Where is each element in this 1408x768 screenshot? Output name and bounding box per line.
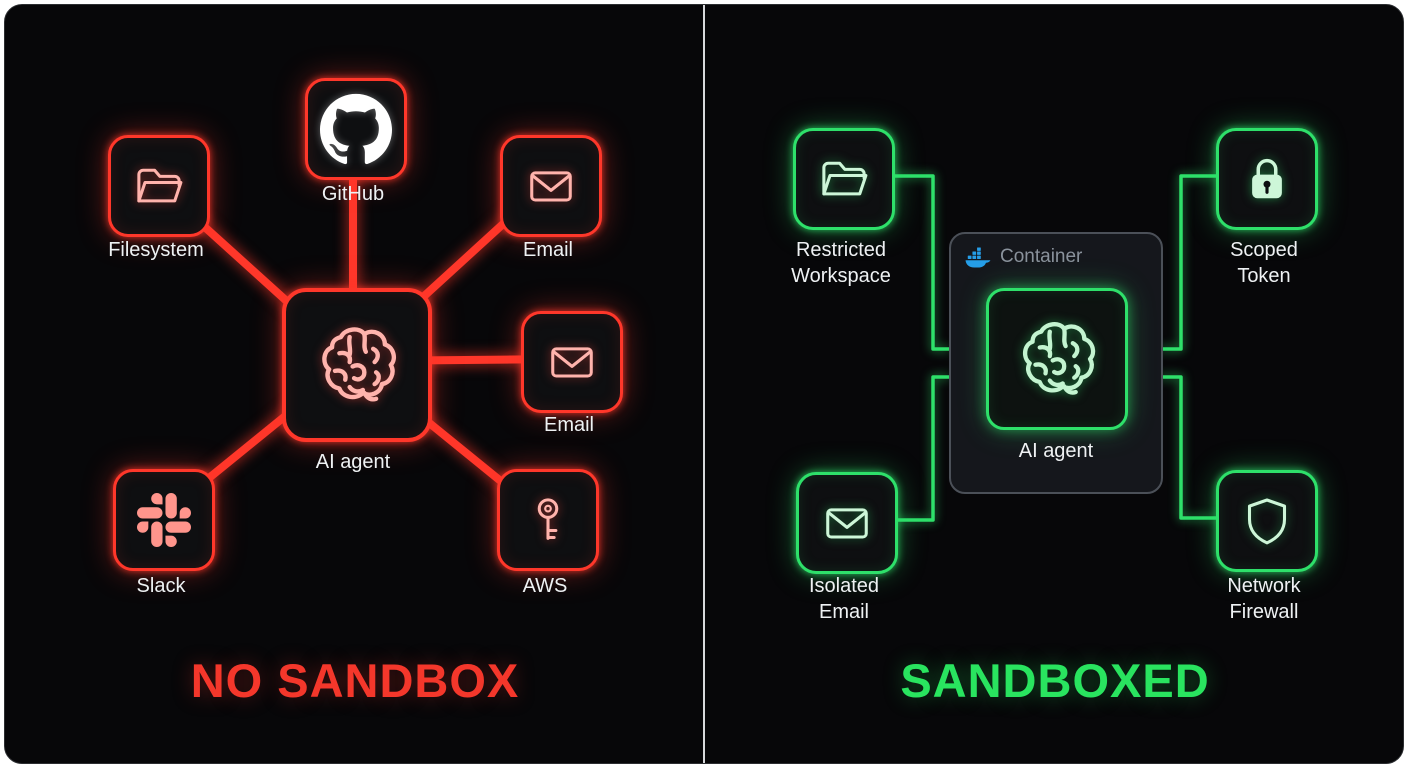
aws-node bbox=[497, 469, 599, 571]
label-line-1: Restricted bbox=[795, 239, 887, 261]
brain-icon bbox=[1011, 313, 1103, 405]
container-box: Container AI agent bbox=[949, 232, 1163, 494]
folder-icon bbox=[131, 158, 187, 214]
lock-icon bbox=[1239, 151, 1295, 207]
sandboxed-title: SANDBOXED bbox=[900, 654, 1210, 707]
ai-agent-node-right bbox=[986, 288, 1128, 430]
slack-label: Slack bbox=[136, 575, 186, 597]
filesystem-node bbox=[108, 135, 210, 237]
slack-icon bbox=[137, 493, 191, 547]
envelope-icon bbox=[544, 334, 600, 390]
label-line-2: Firewall bbox=[1229, 601, 1299, 623]
aws-label: AWS bbox=[522, 575, 568, 597]
label-line-2: Token bbox=[1237, 265, 1291, 287]
scoped-token-node bbox=[1216, 128, 1318, 230]
no-sandbox-title: NO SANDBOX bbox=[190, 654, 520, 707]
container-label: Container bbox=[1000, 246, 1083, 267]
label-line-1: Scoped bbox=[1230, 239, 1298, 261]
key-icon bbox=[520, 492, 576, 548]
github-node bbox=[305, 78, 407, 180]
ai-agent-node-left bbox=[282, 288, 432, 442]
network-firewall-label: Network Firewall bbox=[1154, 573, 1374, 625]
envelope-icon bbox=[523, 158, 579, 214]
github-label: GitHub bbox=[321, 183, 385, 205]
label-line-1: Network bbox=[1227, 575, 1301, 597]
email-right-label: Email bbox=[543, 414, 594, 436]
shield-icon bbox=[1239, 493, 1295, 549]
label-line-2: Email bbox=[818, 601, 869, 623]
github-icon bbox=[320, 93, 392, 165]
docker-icon bbox=[965, 247, 991, 268]
isolated-email-label: Isolated Email bbox=[734, 573, 954, 625]
ai-agent-label-right: AI agent bbox=[1018, 440, 1094, 462]
restricted-workspace-node bbox=[793, 128, 895, 230]
diagram-canvas: GitHub Filesystem Email AI agent Email S… bbox=[4, 4, 1404, 764]
green-connectors bbox=[889, 174, 1216, 522]
slack-node bbox=[113, 469, 215, 571]
restricted-workspace-label: Restricted Workspace bbox=[731, 237, 951, 289]
label-line-1: Isolated bbox=[808, 575, 880, 597]
isolated-email-node bbox=[796, 472, 898, 574]
scoped-token-label: Scoped Token bbox=[1154, 237, 1374, 289]
label-line-2: Workspace bbox=[791, 265, 891, 287]
email-right-node bbox=[521, 311, 623, 413]
network-firewall-node bbox=[1216, 470, 1318, 572]
ai-agent-label-left: AI agent bbox=[315, 451, 391, 473]
panel-divider bbox=[703, 5, 705, 763]
envelope-icon bbox=[819, 495, 875, 551]
folder-icon bbox=[816, 151, 872, 207]
connector-wires bbox=[152, 122, 1216, 522]
container-header: Container bbox=[965, 246, 1082, 268]
brain-icon bbox=[310, 318, 404, 412]
filesystem-label: Filesystem bbox=[108, 239, 204, 261]
email-top-label: Email bbox=[522, 239, 573, 261]
email-top-node bbox=[500, 135, 602, 237]
